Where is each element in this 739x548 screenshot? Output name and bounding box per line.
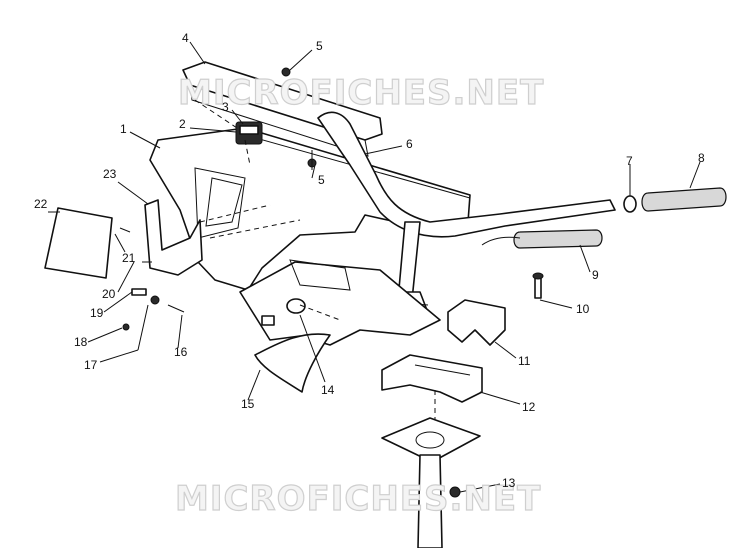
part-10-bolt [532, 272, 544, 299]
callout-11: 11 [518, 354, 531, 368]
assembly-lines [199, 139, 436, 420]
steering-plate [381, 417, 481, 548]
callout-15: 15 [241, 397, 255, 411]
callout-2: 2 [179, 117, 186, 131]
part-9-heated-grip [481, 229, 603, 249]
callout-14: 14 [321, 383, 335, 397]
callout-9: 9 [592, 268, 599, 282]
part-5-screw [281, 67, 317, 170]
callout-16: 16 [174, 345, 188, 359]
part-12-clamp-base [381, 354, 483, 403]
callout-1: 1 [120, 122, 127, 136]
callout-5: 5 [316, 39, 323, 53]
callout-7: 7 [626, 154, 633, 168]
watermark-bottom: MICROFICHES.NET [175, 479, 541, 519]
watermark-top: MICROFICHES.NET [178, 73, 544, 113]
callout-19: 19 [90, 306, 104, 320]
callout-17: 17 [84, 358, 98, 372]
callout-21: 21 [122, 251, 136, 265]
callout-22: 22 [34, 197, 48, 211]
callout-6: 6 [406, 137, 413, 151]
callout-8: 8 [698, 151, 705, 165]
callout-10: 10 [576, 302, 590, 316]
callout-5-lower: 5 [318, 173, 325, 187]
callout-23: 23 [103, 167, 117, 181]
callout-18: 18 [74, 335, 88, 349]
part-8-grip [641, 187, 727, 212]
lower-fairing [239, 259, 441, 393]
part-3-switch [235, 121, 263, 145]
part-7-bar-end [623, 195, 637, 213]
part-14-bushing [261, 298, 306, 326]
callout-12: 12 [522, 400, 536, 414]
callout-4: 4 [182, 31, 189, 45]
part-11-clamp-cap [447, 299, 506, 346]
part-23-bracket [144, 199, 203, 276]
callout-20: 20 [102, 287, 116, 301]
part-22-cover [44, 207, 113, 279]
callout-3: 3 [222, 100, 229, 114]
leader-lines [48, 41, 701, 493]
callout-13: 13 [502, 476, 516, 490]
